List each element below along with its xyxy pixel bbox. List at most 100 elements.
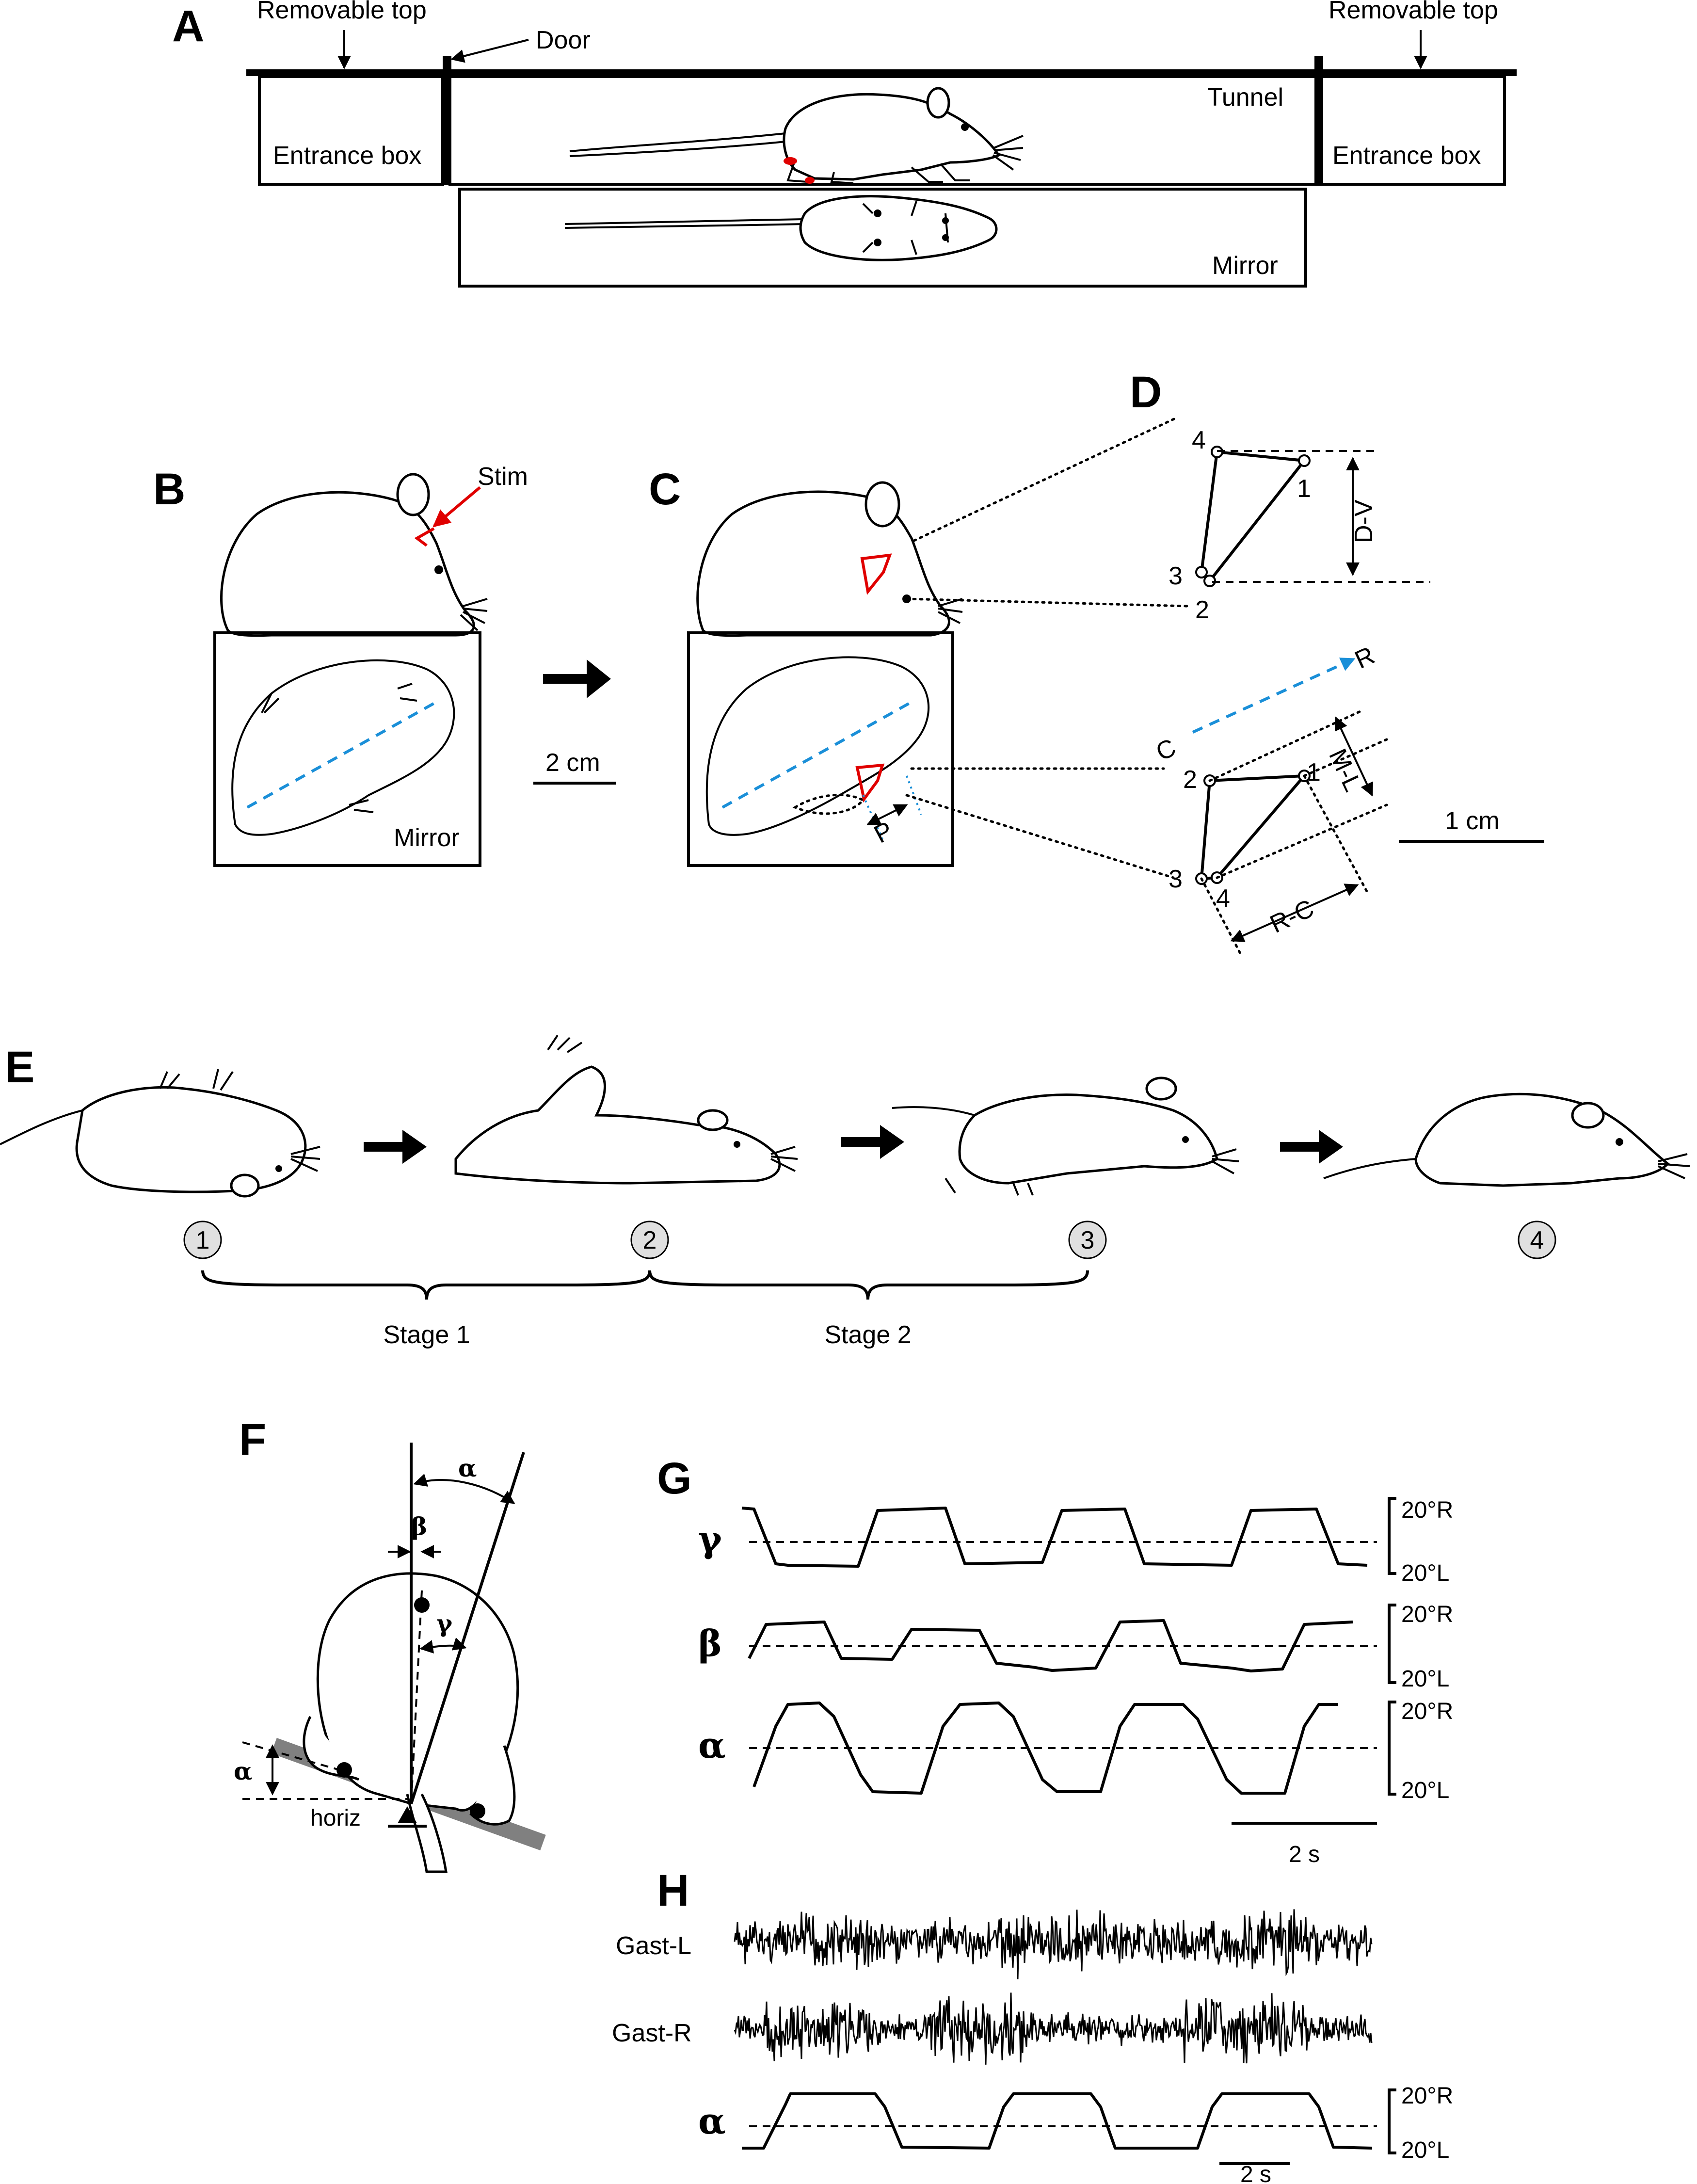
stage-2-brace [648, 1270, 1089, 1300]
panel-label-b: B [153, 465, 185, 514]
mouse-c-whiskers [938, 598, 963, 624]
mouse-b-eye [434, 565, 443, 574]
gast-l-label: Gast-L [616, 1932, 691, 1960]
h-alpha-trace [742, 2092, 1373, 2150]
dv-label: D-V [1350, 499, 1378, 543]
mouse-b-ear [396, 473, 430, 516]
h-upper-label: 20°R [1401, 2083, 1453, 2109]
panel-h: H Gast-L Gast-R α 20°R 20°L 2 s [612, 1866, 1453, 2184]
mouse-b-mirror-image [231, 659, 455, 836]
entrance-box-left-label: Entrance box [273, 142, 421, 170]
gast-l-emg-trace [734, 1909, 1373, 1979]
d-top-point-3 [1195, 566, 1208, 578]
c-axis-label: C [1152, 733, 1181, 766]
beta-trace-label: β [698, 1623, 722, 1665]
midline-axis-c [721, 699, 915, 809]
d-bottom-quad [1200, 774, 1308, 881]
d-top-label-1: 1 [1297, 475, 1311, 503]
d-bottom-label-4: 4 [1216, 884, 1230, 913]
rc-guide-1 [1303, 774, 1369, 894]
e-arrow-1 [364, 1130, 427, 1164]
mouse-stage-3 [892, 1076, 1239, 1196]
gamma-trace-label: γ [698, 1519, 722, 1560]
ml-guide-1 [1208, 709, 1364, 782]
e-arrow-3 [1280, 1130, 1343, 1164]
panel-c: C P [649, 465, 963, 867]
alpha-scale: 20°R 20°L [1388, 1699, 1453, 1803]
panel-f: F α β γ α horiz [234, 1415, 546, 1873]
removable-top-right-label: Removable top [1329, 0, 1498, 24]
mouse-stage-1 [0, 1069, 320, 1198]
alpha-top-arc [413, 1474, 515, 1504]
mouse-c-ear [865, 481, 900, 528]
connector-c-d-2 [905, 597, 1189, 608]
mouse-stage-2 [454, 1034, 798, 1185]
d-top-label-2: 2 [1195, 596, 1209, 624]
panel-e: E [0, 1034, 1690, 1349]
alpha-upper-label: 20°R [1401, 1699, 1453, 1724]
gamma-arc [419, 1637, 467, 1654]
mouse-mirror-view [564, 195, 998, 261]
mirror-box-c [687, 631, 954, 867]
gamma-trace [741, 1507, 1368, 1568]
gamma-lower-label: 20°L [1401, 1560, 1449, 1586]
panel-label-g: G [657, 1454, 692, 1503]
ear-marker-c [860, 553, 892, 595]
stim-label: Stim [478, 463, 528, 491]
d-top-label-4: 4 [1192, 426, 1206, 454]
ear-marker-c-mirror [855, 763, 885, 803]
midline-axis-b [246, 699, 440, 809]
panel-label-h: H [657, 1866, 689, 1915]
stage-1-brace [201, 1270, 651, 1300]
rc-label: R-C [1266, 894, 1318, 939]
beta-lower-label: 20°L [1401, 1666, 1449, 1692]
mouse-b-body [220, 491, 475, 637]
connector-c-d-4 [905, 794, 1175, 879]
panel-label-e: E [5, 1043, 34, 1092]
d-top-point-1 [1298, 454, 1311, 467]
p-measure-arrow [866, 804, 908, 825]
beta-upper-label: 20°R [1401, 1602, 1453, 1627]
tunnel-label: Tunnel [1207, 83, 1283, 112]
d-bottom-label-2: 2 [1183, 766, 1197, 794]
panel-g: G γ β α 20°R 20°L 20°R 20°L 20°R 20°L 2 … [657, 1454, 1453, 1867]
ml-measure-arrow [1335, 716, 1373, 797]
rc-guide-3 [1216, 803, 1388, 879]
d-top-quad [1200, 450, 1307, 583]
mirror-b-label: Mirror [394, 824, 460, 852]
step-label-2: 2 [643, 1226, 657, 1254]
mouse-c-previous-position [792, 793, 865, 815]
panel-label-f: F [239, 1415, 266, 1464]
mouse-c-body [696, 490, 950, 637]
panel-d: D 4 1 3 2 D-V C R 2 1 3 4 M-L [1130, 368, 1544, 957]
h-lower-label: 20°L [1401, 2137, 1449, 2163]
mouse-b-mirror-paws [261, 683, 417, 813]
gamma-scale: 20°R 20°L [1388, 1497, 1453, 1586]
connector-c-d-1 [913, 416, 1180, 542]
body-axis-line [410, 1590, 423, 1804]
mirror [458, 188, 1307, 288]
step-markers: 1 2 3 4 [183, 1220, 1556, 1259]
door-arrow [450, 39, 529, 63]
d-bottom-label-1: 1 [1307, 758, 1321, 787]
panel-label-a: A [172, 1, 204, 51]
mirror-box-b [213, 631, 481, 867]
gast-r-emg-trace [734, 1992, 1373, 2065]
h-alpha-label: α [698, 2101, 726, 2142]
gast-r-label: Gast-R [612, 2019, 692, 2047]
gamma-upper-label: 20°R [1401, 1497, 1453, 1523]
mouse-side-view [569, 87, 1024, 184]
mirror-label: Mirror [1212, 252, 1278, 280]
h-time-scale-label: 2 s [1240, 2162, 1271, 2184]
step-circle-4 [1518, 1220, 1556, 1259]
step-circle-3 [1068, 1220, 1107, 1259]
alpha-trace [752, 1702, 1338, 1795]
rostro-caudal-axis [1192, 658, 1356, 734]
rc-measure-arrow [1230, 883, 1359, 942]
stim-arrow [432, 486, 481, 528]
panel-b: B Stim Mirror 2 cm [153, 463, 616, 867]
stage-1-label: Stage 1 [383, 1321, 470, 1349]
alpha-left-label: α [234, 1757, 252, 1785]
step-circle-1 [183, 1220, 222, 1259]
